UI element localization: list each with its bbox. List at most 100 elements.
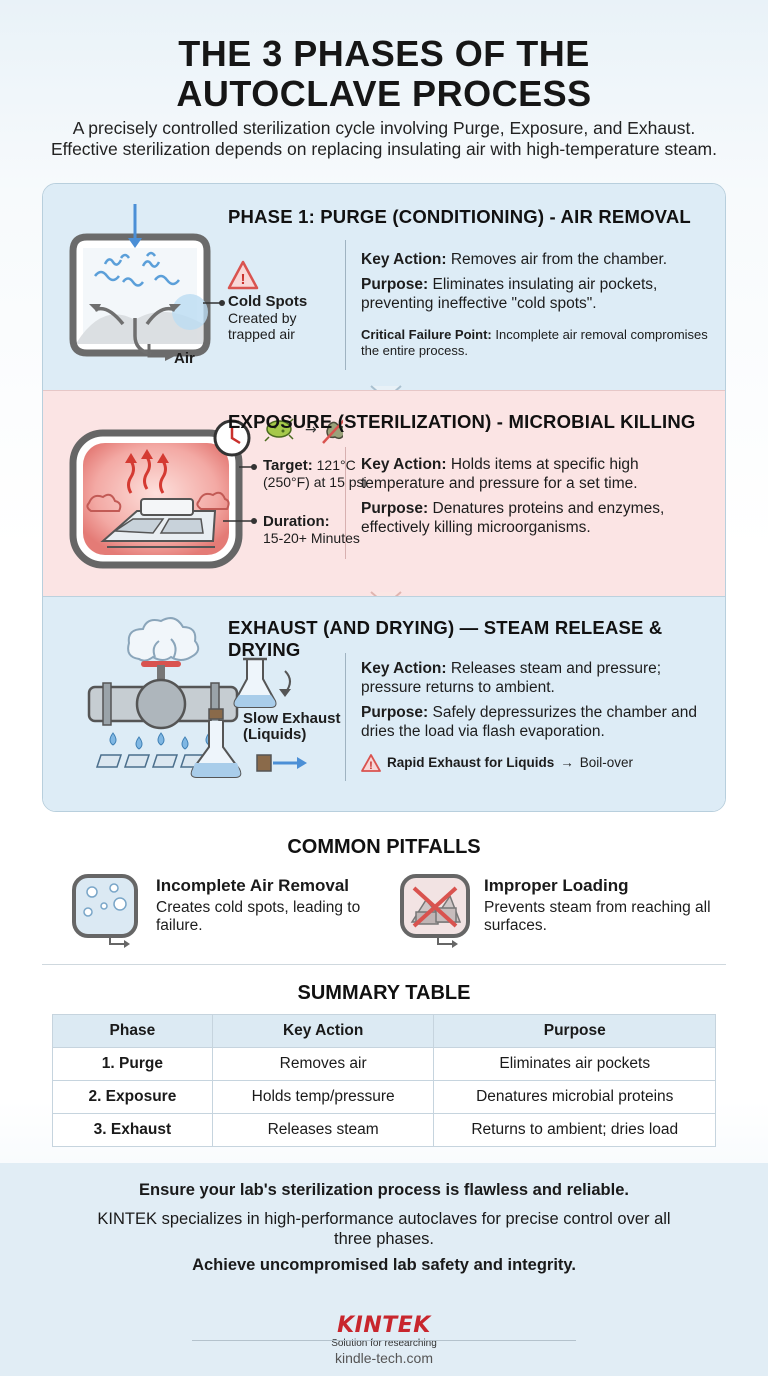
phase-3-description: Key Action: Releases steam and pressure;…	[361, 659, 711, 772]
drying-trays	[95, 754, 207, 768]
table-cell: 2. Exposure	[52, 1080, 213, 1114]
table-cell: Releases steam	[211, 1113, 435, 1147]
cold-spots-text-1: Created by	[228, 310, 297, 326]
table-cell: Removes air	[211, 1047, 435, 1081]
kintek-logo: KINTEK	[337, 1313, 431, 1338]
phase-1-divider	[345, 240, 346, 370]
target-label: Target:	[263, 457, 313, 474]
page-title: THE 3 PHASES OF THE AUTOCLAVE PROCESS	[0, 34, 768, 114]
cta-closing: Achieve uncompromised lab safety and int…	[192, 1256, 576, 1274]
warning-icon: !	[361, 753, 381, 772]
key-action-label: Key Action:	[361, 251, 447, 268]
phase-2-title: EXPOSURE (STERILIZATION) - MICROBIAL KIL…	[228, 411, 696, 432]
phase-2-divider	[345, 447, 346, 559]
purge-chamber-illustration: !	[69, 204, 259, 361]
key-action-label: Key Action:	[361, 660, 447, 677]
subtitle-line-1: A precisely controlled sterilization cyc…	[72, 118, 696, 138]
phases-panel: ! Cold Spots Created by trapped air Air …	[42, 183, 726, 812]
warning-result: Boil-over	[579, 755, 634, 770]
key-action-text: Releases steam and pressure; pressure re…	[361, 660, 662, 696]
svg-text:!: !	[241, 271, 246, 288]
header: THE 3 PHASES OF THE AUTOCLAVE PROCESS A …	[0, 0, 768, 180]
table-row: 2. Exposure Holds temp/pressure Denature…	[52, 1080, 716, 1114]
pitfall-2-title: Improper Loading	[484, 876, 629, 895]
steam-puff-left	[86, 493, 122, 512]
purpose-text: Safely depressurizes the chamber and dri…	[361, 704, 698, 740]
cold-spots-callout: Cold Spots Created by trapped air	[228, 293, 308, 343]
page-subtitle: A precisely controlled sterilization cyc…	[30, 118, 738, 160]
pitfall-incomplete-air-removal: Incomplete Air Removal Creates cold spot…	[70, 872, 390, 948]
purpose-text: Denatures proteins and enzymes, effectiv…	[361, 500, 665, 536]
table-cell: Holds temp/pressure	[211, 1080, 435, 1114]
phase-1-description: Key Action: Removes air from the chamber…	[361, 250, 711, 359]
pitfall-improper-loading: Improper Loading Prevents steam from rea…	[398, 872, 718, 948]
overloaded-chamber-icon	[400, 874, 470, 948]
steam-cloud	[127, 617, 200, 662]
key-action-text: Holds items at specific high temperature…	[361, 456, 639, 492]
website-link[interactable]: kindle-tech.com	[334, 1350, 434, 1366]
duration-callout: Duration: 15-20+ Minutes	[263, 513, 360, 547]
summary-title: SUMMARY TABLE	[297, 982, 471, 1004]
phase-1-title: PHASE 1: PURGE (CONDITIONING) - AIR REMO…	[228, 206, 691, 227]
table-cell: Returns to ambient; dries load	[433, 1113, 716, 1147]
air-exit-arrow	[147, 344, 167, 358]
key-action-label: Key Action:	[361, 456, 447, 473]
cta-body: KINTEK specializes in high-performance a…	[97, 1210, 671, 1248]
cta-headline: Ensure your lab's sterilization process …	[139, 1181, 629, 1199]
duration-label: Duration:	[263, 513, 330, 530]
table-header: Purpose	[433, 1014, 716, 1048]
title-line-1: THE 3 PHASES OF THE	[178, 33, 590, 74]
flask-icon	[233, 657, 277, 708]
cold-spot	[172, 294, 208, 330]
target-value-2: (250°F) at 15 psi	[263, 474, 367, 490]
steam-puff-right	[196, 491, 230, 510]
duration-value: 15-20+ Minutes	[263, 530, 360, 546]
valve-body	[135, 678, 187, 730]
phase-3-divider	[345, 653, 346, 781]
table-row: 3. Exhaust Releases steam Returns to amb…	[52, 1113, 716, 1147]
warning-label: Rapid Exhaust for Liquids	[387, 755, 555, 770]
cold-spots-title: Cold Spots	[228, 293, 308, 310]
logo-tagline: Solution for researching	[331, 1338, 437, 1349]
warning-icon	[227, 260, 259, 290]
slow-exhaust-label: Slow Exhaust (Liquids)	[243, 711, 341, 743]
purpose-label: Purpose:	[361, 500, 429, 517]
table-cell: 3. Exhaust	[52, 1113, 213, 1147]
table-header-row: Phase Key Action Purpose	[52, 1014, 716, 1048]
phase-purge: ! Cold Spots Created by trapped air Air …	[43, 184, 725, 390]
phase-exposure: → Target: 121°C (250°F) at 15 psi Durati…	[43, 390, 725, 596]
air-label: Air	[174, 350, 195, 367]
steam-squiggles	[94, 251, 180, 287]
table-header: Phase	[52, 1014, 213, 1048]
phase-exhaust: Slow Exhaust (Liquids) EXHAUST (AND DRYI…	[43, 596, 725, 811]
key-action-text: Removes air from the chamber.	[450, 251, 668, 268]
instrument-trays	[100, 498, 217, 548]
pitfall-2-text: Prevents steam from reaching all surface…	[484, 899, 711, 934]
exposure-chamber-illustration: →	[69, 418, 343, 569]
pitfall-1-title: Incomplete Air Removal	[156, 876, 350, 895]
dead-microbe-icon	[322, 419, 343, 444]
pitfalls-title: COMMON PITFALLS	[287, 836, 481, 858]
exhaust-illustration	[87, 617, 307, 778]
flask-liquid-icon	[190, 708, 242, 778]
phase-2-description: Key Action: Holds items at specific high…	[361, 455, 711, 543]
valve-handle	[141, 661, 181, 667]
table-header: Key Action	[211, 1014, 435, 1048]
air-bubble-chamber-icon	[72, 874, 138, 948]
subtitle-line-2: Effective sterilization depends on repla…	[50, 139, 717, 159]
purpose-text: Eliminates insulating air pockets, preve…	[361, 276, 658, 312]
table-row: 1. Purge Removes air Eliminates air pock…	[52, 1047, 716, 1081]
cold-spots-text-2: trapped air	[228, 326, 295, 342]
critical-failure-text: Incomplete air removal compromises the e…	[361, 327, 708, 358]
slow-exhaust-line-2: (Liquids)	[243, 726, 307, 743]
svg-text:!: !	[369, 760, 373, 772]
stopper	[256, 754, 272, 772]
slow-exhaust-line-1: Slow Exhaust	[243, 710, 341, 727]
section-divider	[42, 964, 726, 965]
critical-failure-label: Critical Failure Point:	[361, 327, 492, 342]
trapped-air	[77, 311, 203, 344]
purpose-label: Purpose:	[361, 704, 429, 721]
heat-arrows	[127, 456, 167, 494]
footer-rule	[192, 1340, 576, 1341]
footer: Ensure your lab's sterilization process …	[0, 1163, 768, 1376]
